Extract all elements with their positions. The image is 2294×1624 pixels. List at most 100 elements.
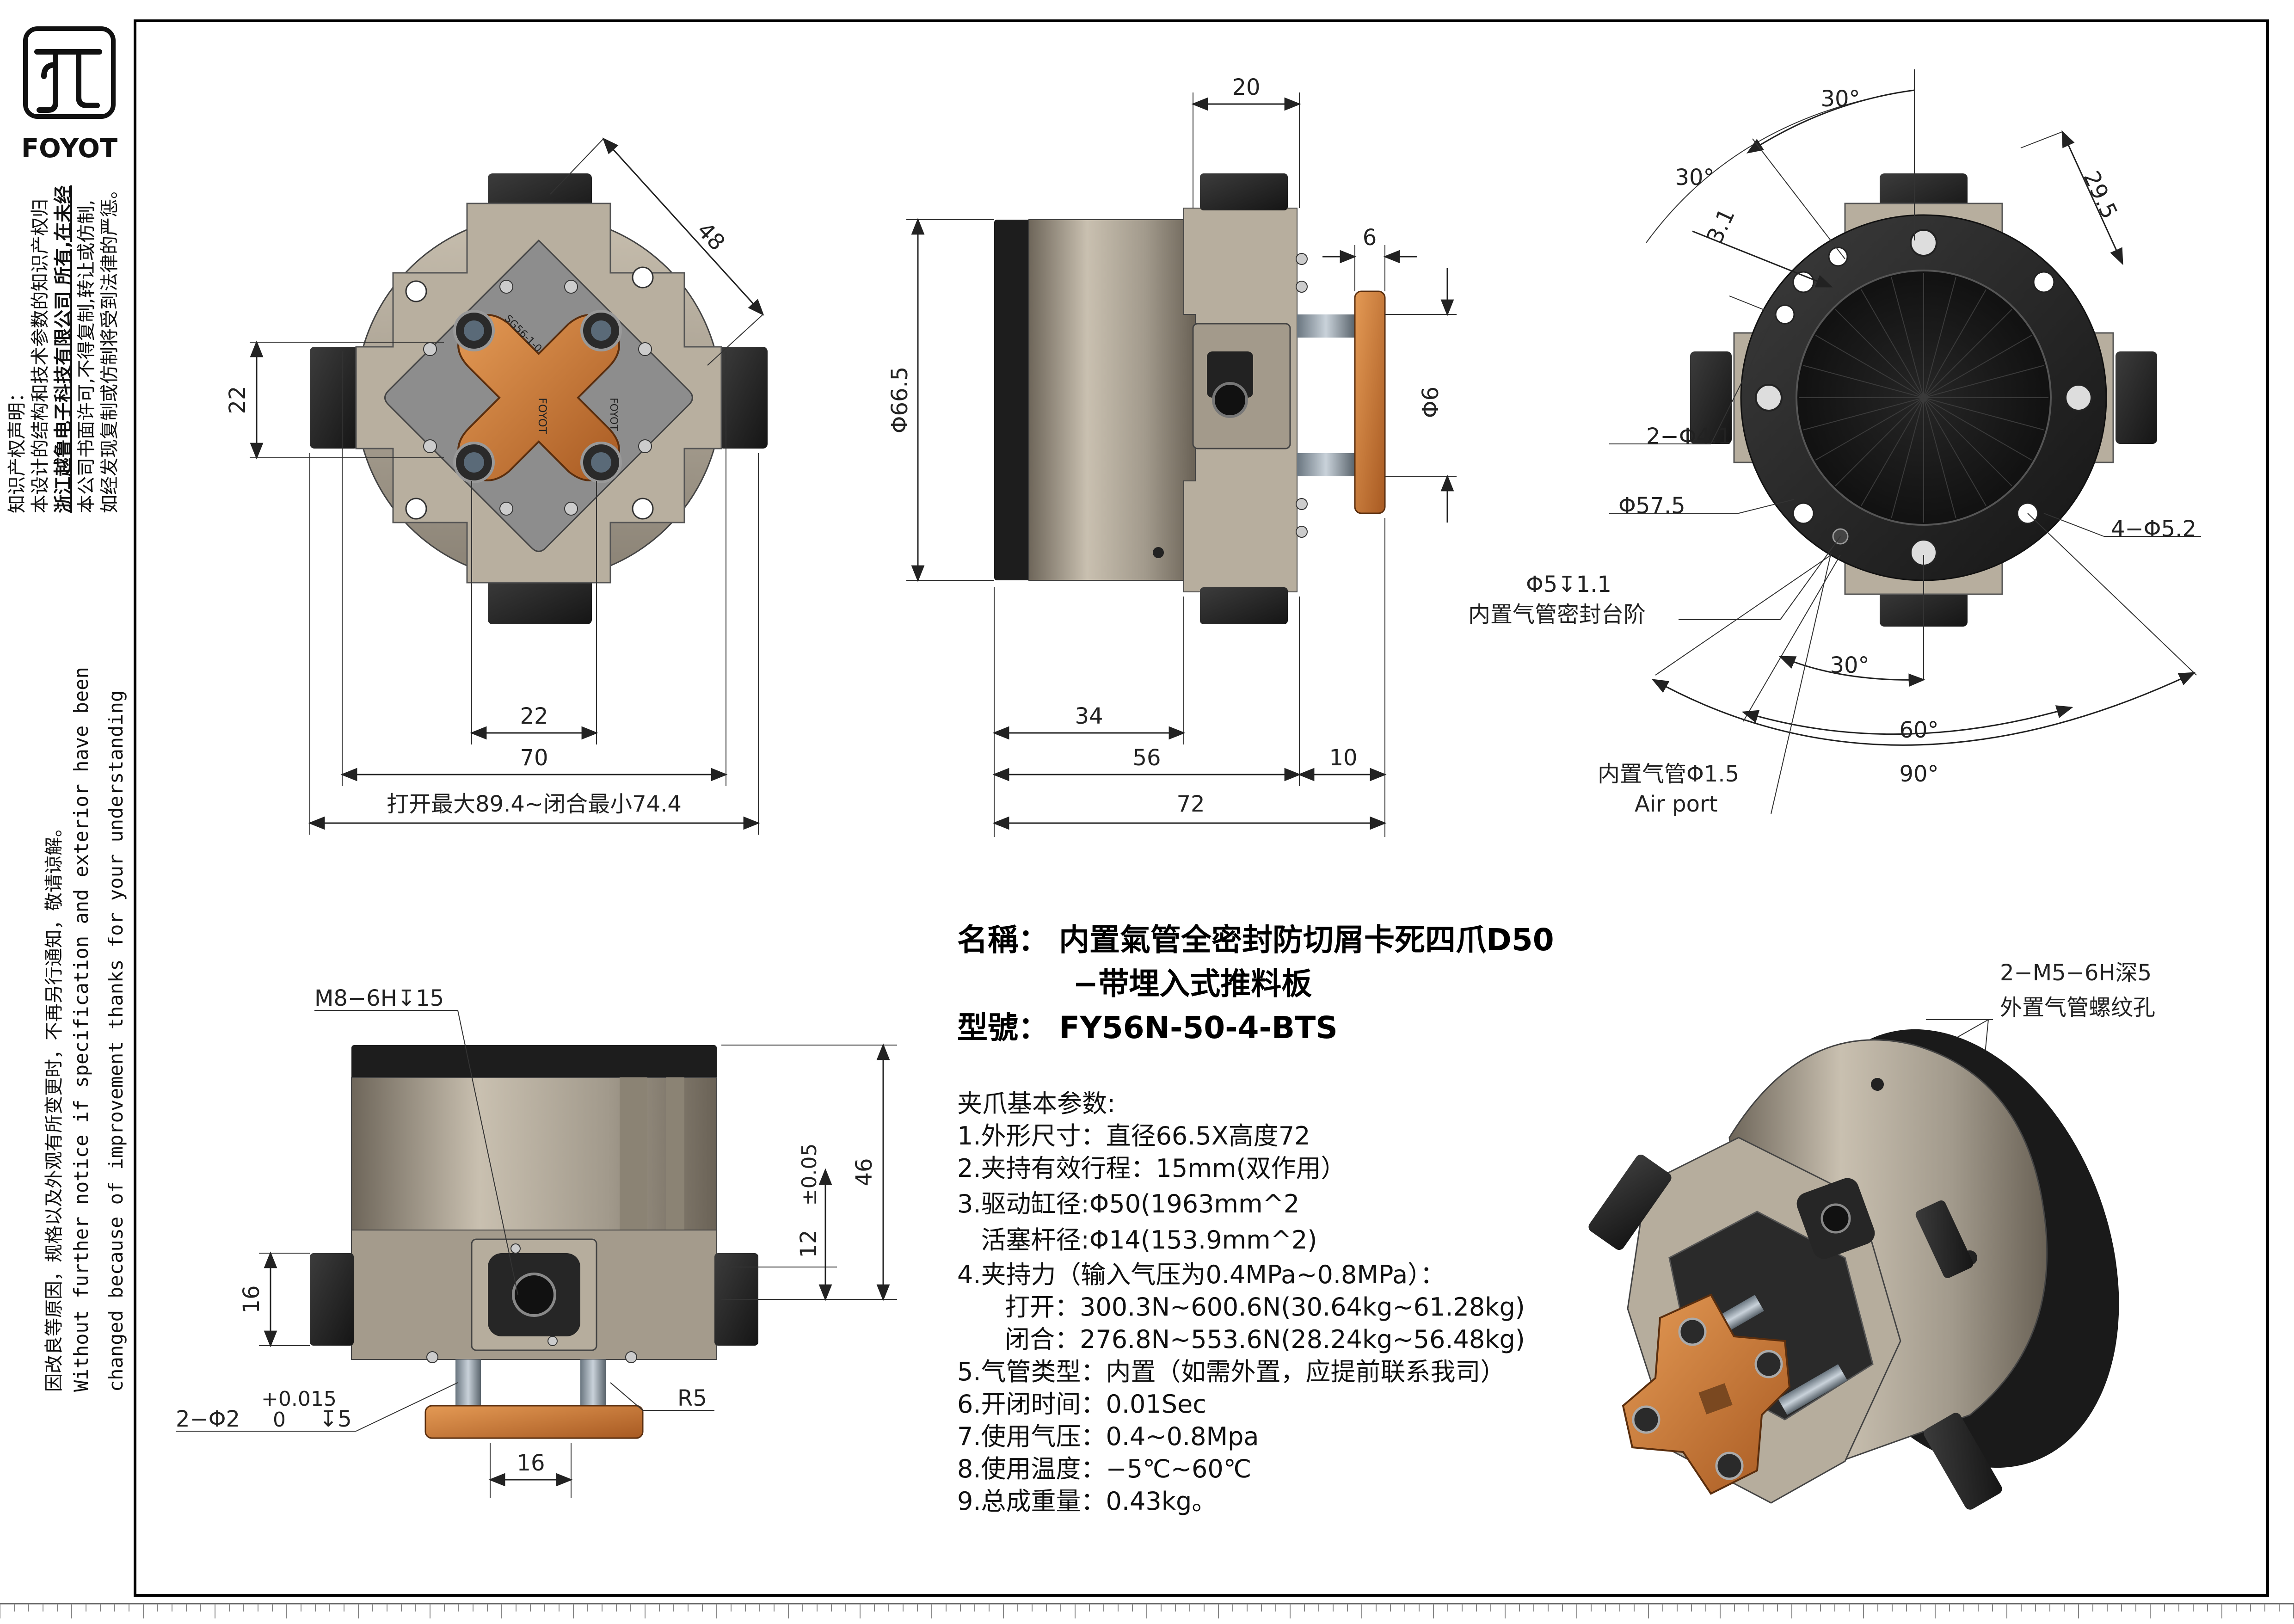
spec-item: 6.开闭时间：0.01Sec xyxy=(957,1390,1206,1419)
bottom-view xyxy=(1690,173,2157,627)
dim-pcd: Φ57.5 xyxy=(1618,493,1685,519)
iso-callout-line1: 2−M5−6H深5 xyxy=(2000,960,2152,986)
push-plate-side xyxy=(1354,290,1386,514)
dim-r5: R5 xyxy=(677,1385,707,1411)
dim-48: 48 xyxy=(692,217,730,256)
spec-item: 闭合：276.8N~553.6N(28.24kg~56.48kg) xyxy=(957,1325,1525,1354)
dim-22: 22 xyxy=(520,703,548,729)
dim-air-port-2: Air port xyxy=(1635,791,1718,817)
jaw-left xyxy=(310,1253,354,1346)
ip-notice-line: 本公司书面许可,不得复制,转让或仿制, xyxy=(76,200,97,513)
dim-16: 16 xyxy=(517,1450,545,1476)
dim-angle-60: 60° xyxy=(1899,717,1938,743)
front-view-dims: M8−6H↧15 46 12 ±0.05 16 2−Φ2 +0.015 0 ↧5… xyxy=(176,985,897,1498)
plate-brand-text: FOYOT xyxy=(608,398,619,431)
ip-notice-line: 如经发现复制或仿制将受到法律的严惩。 xyxy=(99,180,120,513)
svg-text:因改良等原因，规格以及外观有所变更时，不再另行通知，敬请谅解: 因改良等原因，规格以及外观有所变更时，不再另行通知，敬请谅解。 xyxy=(43,818,65,1392)
ip-notice: 知识产权声明： 本设计的结构和技术参数的知识产权归 浙江越鲁电子科技有限公司 所… xyxy=(6,180,120,513)
side-view-dims: 20 6 Φ6 Φ66.5 34 56 10 72 xyxy=(887,74,1457,837)
dim-22-vertical: 22 xyxy=(225,386,251,414)
jaw-bottom xyxy=(1200,587,1288,624)
dim-angle-90: 90° xyxy=(1899,761,1938,787)
bottom-view-dims: 30° 30° 3.1 29.5 2−Φ4.1 Φ57.5 4−Φ5.2 Φ5↧… xyxy=(1468,69,2201,817)
spec-list: 夹爪基本参数: 1.外形尺寸：直径66.5X高度72 2.夹持有效行程：15mm… xyxy=(957,1089,1525,1516)
iso-callout-line2: 外置气管螺纹孔 xyxy=(2000,995,2155,1021)
spec-item: 2.夹持有效行程：15mm(双作用） xyxy=(957,1154,1346,1183)
air-port xyxy=(1212,382,1248,418)
dim-pin-depth: ↧5 xyxy=(319,1406,352,1432)
dim-stroke: 打开最大89.4~闭合最小74.4 xyxy=(387,791,682,817)
dim-46: 46 xyxy=(851,1158,877,1186)
model-label: 型號： xyxy=(957,1010,1049,1046)
dim-pin-tol-dn: 0 xyxy=(273,1408,286,1432)
port-boss xyxy=(1207,351,1253,398)
spec-item: 5.气管类型：内置（如需外置，应提前联系我司） xyxy=(957,1357,1506,1386)
dim-pin: 2−Φ2 xyxy=(176,1406,240,1432)
ruler-ticks xyxy=(0,1604,2294,1618)
dim-angle-30-left: 30° xyxy=(1675,165,1714,191)
spec-item: 7.使用气压：0.4~0.8Mpa xyxy=(957,1422,1259,1451)
dim-m8-thread: M8−6H↧15 xyxy=(314,985,444,1011)
bottom-cap xyxy=(351,1045,717,1080)
bottom-cap xyxy=(994,220,1031,580)
guide-pin-right xyxy=(580,1359,606,1406)
ip-notice-line: 浙江越鲁电子科技有限公司 所有,在未经 xyxy=(53,185,74,513)
dim-10: 10 xyxy=(1329,745,1357,771)
guide-pin-bottom xyxy=(1297,453,1355,476)
disclaimer-en: Without further notice if specification … xyxy=(70,667,127,1392)
svg-text:Without further notice if spe: Without further notice if specification … xyxy=(70,667,92,1392)
cylinder-body xyxy=(1028,219,1196,581)
spec-item: 3.驱动缸径:Φ50(1963mm^2 xyxy=(957,1189,1299,1218)
iso-view: 2−M5−6H深5 外置气管螺纹孔 xyxy=(1588,960,2155,1510)
ip-notice-line: 知识产权声明： xyxy=(6,384,28,513)
drawing-border xyxy=(134,19,2269,1597)
dim-6: 6 xyxy=(1363,225,1377,251)
dim-56: 56 xyxy=(1132,745,1161,771)
jaw-left xyxy=(1690,351,1732,444)
spec-item: 打开：300.3N~600.6N(30.64kg~61.28kg) xyxy=(957,1292,1525,1322)
dim-16-vertical: 16 xyxy=(239,1285,264,1313)
spec-item: 4.夹持力（输入气压为0.4MPa~0.8MPa）： xyxy=(957,1260,1445,1289)
jaw-right xyxy=(719,347,768,449)
guide-pin-left xyxy=(455,1359,481,1406)
dim-12-tolerance: ±0.05 xyxy=(798,1144,821,1206)
spec-item: 1.外形尺寸：直径66.5X高度72 xyxy=(957,1121,1310,1150)
dim-29-5: 29.5 xyxy=(2078,167,2122,223)
spec-item: 8.使用温度：−5℃~60℃ xyxy=(957,1454,1251,1483)
dim-3-1: 3.1 xyxy=(1702,204,1740,247)
svg-text:changed because of improvement: changed because of improvement thanks fo… xyxy=(105,690,127,1392)
spec-item: 9.总成重量：0.43kg。 xyxy=(957,1487,1217,1516)
jaw-top xyxy=(1200,173,1288,210)
dim-holes-2: 2−Φ4.1 xyxy=(1646,424,1732,449)
jaw-right xyxy=(2116,351,2157,444)
dim-seal-1: Φ5↧1.1 xyxy=(1526,572,1611,597)
spec-heading: 夹爪基本参数: xyxy=(957,1089,1115,1118)
disclaimer-cn: 因改良等原因，规格以及外观有所变更时，不再另行通知，敬请谅解。 xyxy=(43,818,65,1392)
jaw-left xyxy=(310,347,358,449)
dim-pin-tol-up: +0.015 xyxy=(261,1387,337,1411)
model-number: FY56N-50-4-BTS xyxy=(1059,1010,1338,1046)
dim-phi6: Φ6 xyxy=(1418,387,1444,418)
guide-pin-top xyxy=(1297,314,1355,338)
dim-seal-2: 内置气管密封台阶 xyxy=(1468,602,1646,627)
ip-notice-line: 本设计的结构和技术参数的知识产权归 xyxy=(30,199,51,513)
spec-item: 活塞杆径:Φ14(153.9mm^2) xyxy=(957,1225,1317,1255)
mounting-holes xyxy=(1755,229,2092,566)
dim-air-port-1: 内置气管Φ1.5 xyxy=(1598,761,1739,787)
brand-name: FOYOT xyxy=(21,134,117,164)
brand-logo xyxy=(23,26,116,119)
name-label: 名稱： xyxy=(957,922,1049,958)
cylinder-body xyxy=(351,1077,717,1230)
dim-20: 20 xyxy=(1232,74,1260,100)
dim-holes-4: 4−Φ5.2 xyxy=(2111,516,2196,542)
dim-angle-30-top: 30° xyxy=(1820,86,1860,112)
push-plate-holes xyxy=(453,310,622,483)
dim-12: 12 xyxy=(796,1230,822,1258)
side-view xyxy=(994,173,1386,624)
title-block: 名稱： 内置氣管全密封防切屑卡死四爪D50 −带埋入式推料板 型號： FY56N… xyxy=(957,922,1554,1046)
front-view xyxy=(310,1045,758,1439)
dim-72: 72 xyxy=(1176,791,1205,817)
plate-logo-text: FOYOT xyxy=(536,398,549,434)
product-name-line2: −带埋入式推料板 xyxy=(1073,966,1312,1002)
